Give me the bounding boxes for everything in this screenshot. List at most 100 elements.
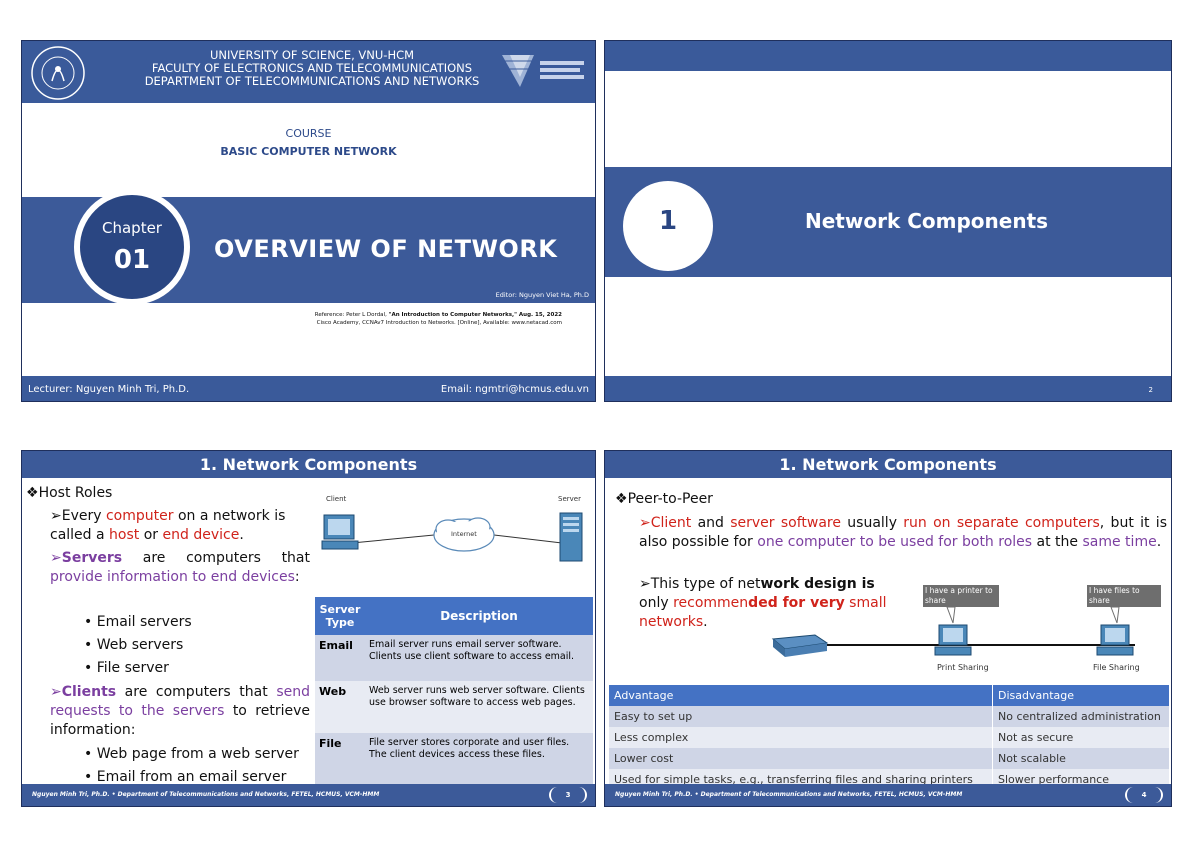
table-row: File File server stores corporate and us…: [315, 733, 593, 785]
header-band: [22, 41, 595, 103]
cell-desc: Email server runs email server software.…: [365, 635, 593, 681]
list-item: • Web page from a web server: [84, 746, 299, 762]
text: Web servers: [96, 637, 184, 653]
text: at the: [1032, 534, 1083, 550]
text-clients: Clients: [61, 684, 117, 700]
printer-icon: [771, 634, 829, 657]
table-row: Easy to set up No centralized administra…: [609, 706, 1169, 727]
references: Reference: Peter L Dordal, "An Introduct…: [222, 311, 562, 327]
text-end-device: end device: [162, 527, 240, 543]
text: .: [703, 614, 708, 630]
reference-1: Reference: Peter L Dordal, "An Introduct…: [222, 311, 562, 319]
slide-section: 1 Network Components 2: [604, 40, 1172, 402]
text: usually: [840, 515, 904, 531]
lecturer-name: Lecturer: Nguyen Minh Tri, Ph.D.: [28, 384, 190, 395]
cell-type: Email: [315, 635, 365, 681]
cell-type: File: [315, 733, 365, 785]
page-number: 2: [1148, 386, 1153, 394]
text: to retrieve information:: [50, 703, 310, 738]
arrow-icon: ➢: [639, 515, 651, 531]
table: Server Type Description Email Email serv…: [315, 597, 593, 785]
text: This type of net: [650, 576, 761, 592]
text: are computers that: [122, 550, 310, 566]
print-sharing-label: Print Sharing: [937, 663, 989, 672]
editor-text: Editor: Nguyen Viet Ha, Ph.D: [495, 291, 589, 299]
table-header: Advantage Disadvantage: [609, 685, 1169, 706]
text-server: server software: [730, 515, 841, 531]
list-item: • File server: [84, 660, 169, 676]
table-row: Lower cost Not scalable: [609, 748, 1169, 769]
text: Web page from a web server: [96, 746, 299, 762]
cell-advantage: Lower cost: [609, 748, 993, 769]
text: , but it is also possible for: [639, 515, 1167, 550]
slide-title: 1. Network Components: [605, 451, 1171, 478]
faculty-logo: [500, 51, 590, 91]
cell-type: Web: [315, 681, 365, 733]
slide-peer-to-peer: 1. Network Components ❖Peer-to-Peer ➢Cli…: [604, 450, 1172, 807]
text-client: Client: [650, 515, 692, 531]
list-item: • Email from an email server: [84, 769, 287, 785]
computer-icon-right: [1096, 624, 1134, 656]
list-item: • Web servers: [84, 637, 184, 653]
bullet-servers: ➢Servers are computers that provide info…: [50, 549, 310, 587]
arrow-icon: ➢: [50, 684, 62, 700]
text-one: one computer to be used for both roles: [757, 534, 1033, 550]
text: and: [691, 515, 731, 531]
callout-files: I have files to share: [1089, 586, 1140, 605]
chapter-label: Chapter: [102, 219, 162, 237]
cell-disadvantage: No centralized administration: [992, 706, 1169, 727]
text-servers: Servers: [61, 550, 123, 566]
university-logo: [30, 45, 86, 101]
client-label: Client: [326, 495, 347, 503]
bullet-p2p-roles: ➢Client and server software usually run …: [639, 514, 1167, 552]
text-provide: provide information to end devices: [50, 569, 295, 585]
text-run: run on separate computers: [903, 515, 1100, 531]
section-number: 1: [658, 206, 678, 236]
reference-1-title: "An Introduction to Computer Networks," …: [388, 312, 562, 318]
text: Email from an email server: [96, 769, 287, 785]
course-label: COURSE: [285, 127, 332, 140]
text: .: [239, 527, 244, 543]
text: only: [639, 595, 674, 611]
text: Email servers: [96, 614, 192, 630]
server-tower-icon: [559, 512, 583, 562]
table-row: Email Email server runs email server sof…: [315, 635, 593, 681]
client-computer-icon: [321, 514, 359, 550]
server-label: Server: [558, 495, 581, 503]
university-name: UNIVERSITY OF SCIENCE, VNU-HCM: [209, 48, 415, 62]
text-computer: computer: [105, 508, 174, 524]
bullet-small-networks: ➢This type of network design is only rec…: [639, 575, 889, 632]
server-list: • Email servers • Web servers • File ser…: [84, 611, 192, 680]
header-band: [605, 41, 1171, 71]
cell-disadvantage: Not scalable: [992, 748, 1169, 769]
p2p-text: Peer-to-Peer: [627, 491, 713, 507]
footer-bar: Lecturer: Nguyen Minh Tri, Ph.D. Email: …: [22, 376, 595, 401]
arrow-icon: ➢: [50, 508, 62, 524]
table-row: Less complex Not as secure: [609, 727, 1169, 748]
header-description: Description: [365, 597, 593, 635]
text: Every: [61, 508, 106, 524]
page-number: 4: [1125, 787, 1163, 803]
section-title: Network Components: [805, 209, 1049, 233]
reference-2: Cisco Academy, CCNAv7 Introduction to Ne…: [316, 320, 562, 326]
host-roles-text: Host Roles: [38, 485, 113, 501]
header-advantage: Advantage: [609, 685, 993, 706]
internet-cloud-icon: [433, 517, 495, 552]
bullet-clients: ➢Clients are computers that send request…: [50, 683, 310, 740]
cell-desc: Web server runs web server software. Cli…: [365, 681, 593, 733]
text: work design is: [760, 576, 875, 592]
computer-icon-left: [934, 624, 972, 656]
cell-advantage: Easy to set up: [609, 706, 993, 727]
header-text: UNIVERSITY OF SCIENCE, VNU-HCM FACULTY O…: [117, 49, 507, 88]
client-list: • Web page from a web server • Email fro…: [84, 743, 299, 789]
reference-1-prefix: Reference: Peter L Dordal,: [314, 312, 389, 318]
callout-printer: I have a printer to share: [925, 586, 993, 605]
arrow-icon: ➢: [50, 550, 62, 566]
text-rec: recommen: [673, 595, 749, 611]
file-sharing-label: File Sharing: [1093, 663, 1140, 672]
text-ded: ded for very: [748, 595, 845, 611]
text-host: host: [109, 527, 140, 543]
footer-text: Nguyen Minh Tri, Ph.D. • Department of T…: [32, 791, 380, 798]
header-type: Server Type: [315, 597, 365, 635]
text-same: same time: [1082, 534, 1157, 550]
